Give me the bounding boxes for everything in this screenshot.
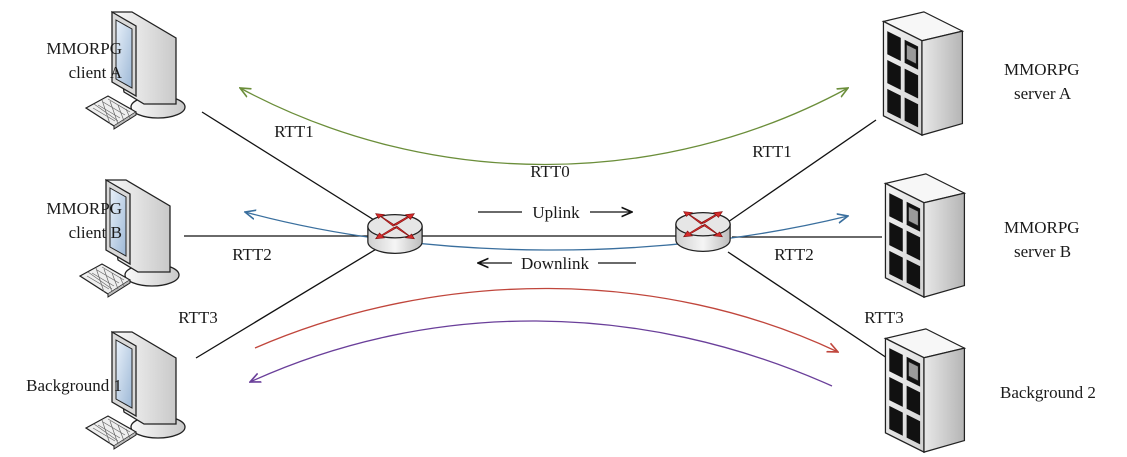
node-labels: MMORPG client A MMORPG client B Backgrou… (26, 39, 1096, 402)
server-b-tower-icon (884, 173, 966, 298)
link-labels: RTT0 RTT1 RTT2 RTT3 RTT1 RTT2 RTT3 Uplin… (178, 122, 904, 327)
client-b-label-line-2: client B (69, 223, 122, 242)
network-links (184, 111, 891, 361)
router-left-icon (367, 212, 423, 254)
link-router-right-background-2 (727, 251, 891, 361)
rtt2-left-label: RTT2 (232, 245, 272, 264)
server-a-tower-icon (882, 11, 964, 136)
server-b-label-line-1: MMORPG (1004, 218, 1080, 237)
server-b-label-line-2: server B (1014, 242, 1071, 261)
flow-arrow-background-forward (254, 287, 838, 352)
rtt1-right-label: RTT1 (752, 142, 792, 161)
rtt3-right-label: RTT3 (864, 308, 904, 327)
background-1-label: Background 1 (26, 376, 122, 395)
rtt0-label: RTT0 (530, 162, 570, 181)
background-2-server-tower-icon (884, 328, 966, 453)
link-background-1-router-left (195, 247, 379, 359)
client-b-label-line-1: MMORPG (46, 199, 122, 218)
server-a-label-line-1: MMORPG (1004, 60, 1080, 79)
server-a-label-line-2: server A (1014, 84, 1072, 103)
flow-arrows (240, 88, 848, 387)
uplink-label: Uplink (532, 203, 580, 222)
flow-arrow-client-b-server-b (245, 212, 848, 251)
rtt3-left-label: RTT3 (178, 308, 218, 327)
link-router-right-server-a (727, 119, 877, 223)
client-a-label-line-2: client A (69, 63, 123, 82)
flow-arrow-client-a-server-a (240, 88, 848, 166)
router-right-icon (675, 210, 731, 252)
downlink-label: Downlink (521, 254, 590, 273)
link-client-a-router-left (201, 111, 383, 226)
flow-arrow-background-return (250, 320, 833, 387)
client-a-label-line-1: MMORPG (46, 39, 122, 58)
rtt2-right-label: RTT2 (774, 245, 814, 264)
rtt1-left-label: RTT1 (274, 122, 314, 141)
background-2-label: Background 2 (1000, 383, 1096, 402)
